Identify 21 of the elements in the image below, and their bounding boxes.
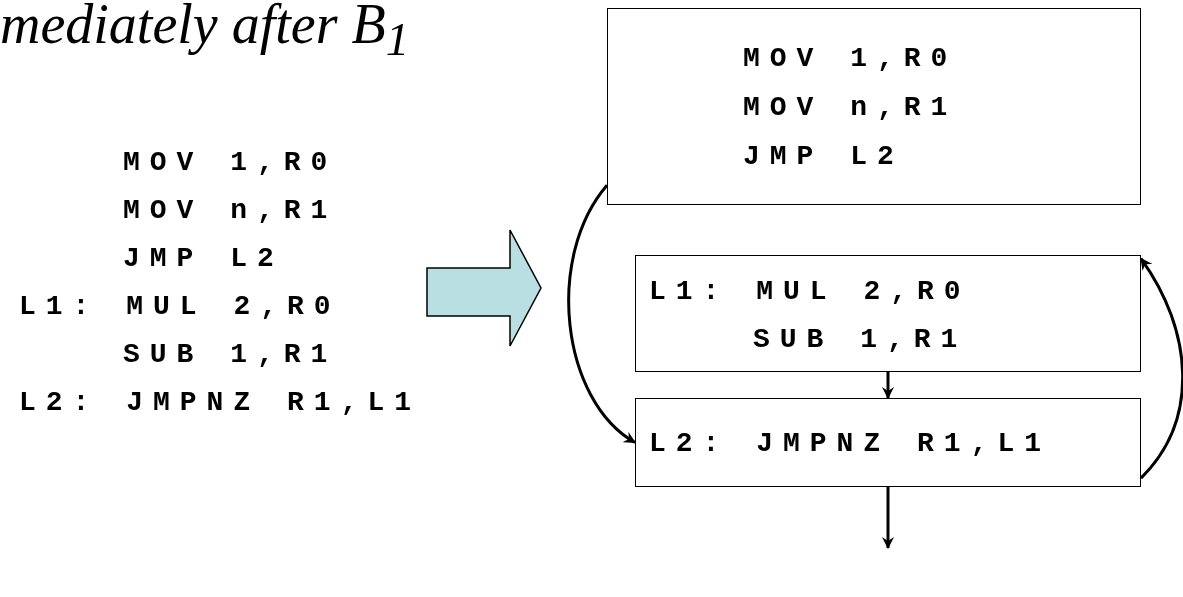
arrow	[882, 487, 894, 549]
arrow	[567, 184, 636, 444]
code-line: JMP L2	[743, 140, 904, 174]
arrow	[1139, 257, 1183, 480]
code-line: JMP L2	[123, 242, 284, 276]
block-arrow	[426, 229, 542, 347]
code-line: L1: MUL 2,R0	[649, 275, 971, 309]
code-line: SUB 1,R1	[123, 338, 338, 372]
code-block-box	[607, 8, 1141, 205]
code-block-box	[635, 398, 1141, 487]
code-line: L2: JMPNZ R1,L1	[19, 386, 422, 420]
code-line: SUB 1,R1	[753, 323, 968, 357]
code-line: L1: MUL 2,R0	[19, 290, 341, 324]
code-line: MOV n,R1	[743, 91, 958, 125]
code-line: MOV n,R1	[123, 194, 338, 228]
code-line: L2: JMPNZ R1,L1	[649, 427, 1052, 461]
code-line: MOV 1,R0	[743, 42, 958, 76]
code-block-box	[635, 255, 1141, 372]
arrow	[882, 372, 894, 399]
slide-title: mediately after B$_{1}$	[0, 0, 409, 68]
code-line: MOV 1,R0	[123, 146, 338, 180]
